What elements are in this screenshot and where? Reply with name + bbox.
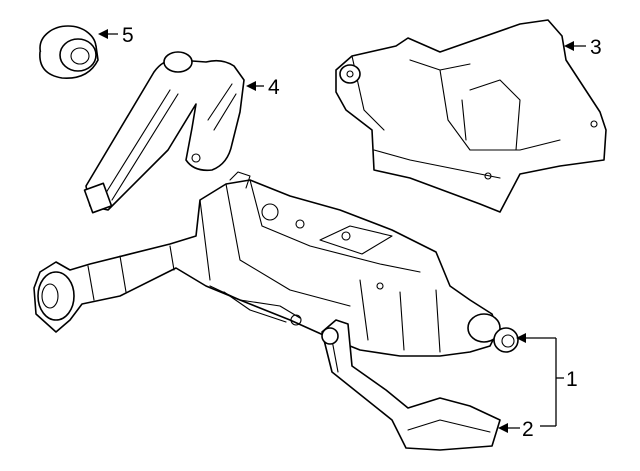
callout-4: 4 [268,76,280,99]
callout-2: 2 [522,418,534,441]
bracket-part[interactable] [83,51,245,214]
callout-3: 3 [590,36,602,59]
arrowhead-3 [564,41,574,51]
arrowhead-2 [498,423,508,433]
steering-column-part[interactable] [33,171,519,357]
arrowhead-5 [98,29,108,39]
callout-1: 1 [566,368,578,391]
arrowhead-4 [246,81,256,91]
bushing-part[interactable] [39,25,99,79]
callout-5: 5 [122,24,134,47]
column-cover-part[interactable] [335,19,607,213]
tilt-lever-part[interactable] [321,319,501,451]
arrowhead-1 [516,333,526,343]
